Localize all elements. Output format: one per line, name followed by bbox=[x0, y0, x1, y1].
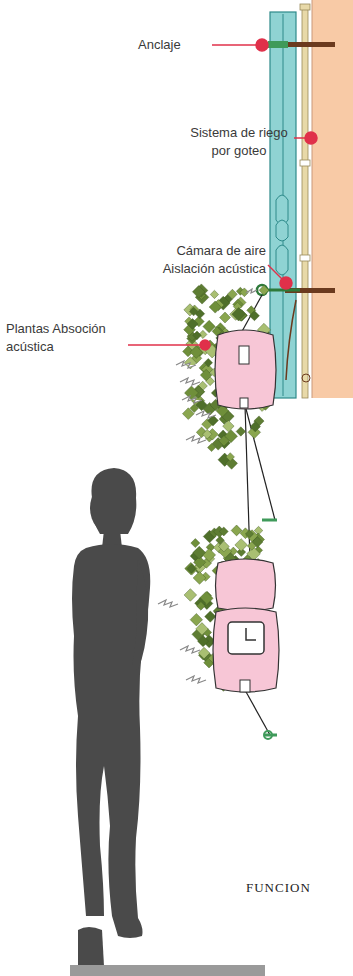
ivy-leaf bbox=[190, 613, 202, 625]
ivy-leaf bbox=[189, 307, 198, 316]
ivy-leaf bbox=[197, 602, 206, 611]
ivy-leaf bbox=[236, 427, 245, 436]
ivy-leaf bbox=[219, 541, 230, 552]
person-silhouette bbox=[72, 468, 150, 966]
planter-pot bbox=[213, 608, 279, 692]
part-label: Plantas Absoción acústica bbox=[6, 320, 126, 356]
ivy-leaf bbox=[200, 369, 212, 381]
callout-dot bbox=[200, 340, 210, 350]
part-label: Cámara de aire Aislación acústica bbox=[152, 242, 266, 278]
ivy-leaf bbox=[193, 572, 206, 585]
ivy-leaf bbox=[232, 308, 245, 321]
ivy-leaf bbox=[245, 530, 253, 538]
ivy-leaf bbox=[219, 436, 230, 447]
ivy-leaf bbox=[193, 331, 202, 340]
figure-title: FUNCION bbox=[246, 880, 346, 896]
callout-dot bbox=[280, 277, 292, 289]
ivy-leaf bbox=[247, 542, 256, 551]
ivy-leaf bbox=[187, 564, 196, 573]
planter-pot bbox=[215, 330, 276, 409]
ivy-leaf bbox=[210, 290, 218, 298]
part-label: Sistema de riego por goteo bbox=[186, 124, 292, 160]
callout-dot bbox=[305, 132, 317, 144]
callout-dot bbox=[256, 39, 268, 51]
part-label: Anclaje bbox=[138, 36, 210, 54]
ivy-leaf bbox=[249, 311, 259, 321]
ivy-leaf bbox=[235, 539, 248, 552]
ivy-leaf bbox=[182, 408, 194, 420]
ivy-leaf bbox=[250, 421, 260, 431]
ivy-leaf bbox=[187, 318, 198, 329]
ivy-leaf bbox=[184, 589, 197, 602]
ivy-leaf bbox=[259, 285, 269, 295]
ivy-leaf bbox=[231, 525, 242, 536]
ivy-leaf bbox=[220, 312, 231, 323]
ivy-leaf bbox=[197, 636, 208, 647]
ivy-leaf bbox=[209, 301, 221, 313]
ivy-leaf bbox=[226, 453, 235, 462]
ivy-leaf bbox=[223, 420, 234, 431]
wall bbox=[312, 0, 353, 398]
ivy-leaf bbox=[192, 286, 204, 298]
ivy-leaf bbox=[185, 562, 197, 574]
ivy-leaf bbox=[203, 429, 212, 438]
ivy-leaf bbox=[203, 548, 216, 561]
ivy-leaf bbox=[219, 527, 228, 536]
ivy-leaf bbox=[204, 358, 213, 367]
ivy-leaf bbox=[198, 647, 210, 659]
planter-pot bbox=[216, 559, 276, 611]
floor bbox=[70, 965, 265, 976]
ivy-leaf bbox=[193, 546, 206, 559]
ivy-leaf bbox=[191, 539, 200, 548]
ivy-leaf bbox=[208, 444, 216, 452]
